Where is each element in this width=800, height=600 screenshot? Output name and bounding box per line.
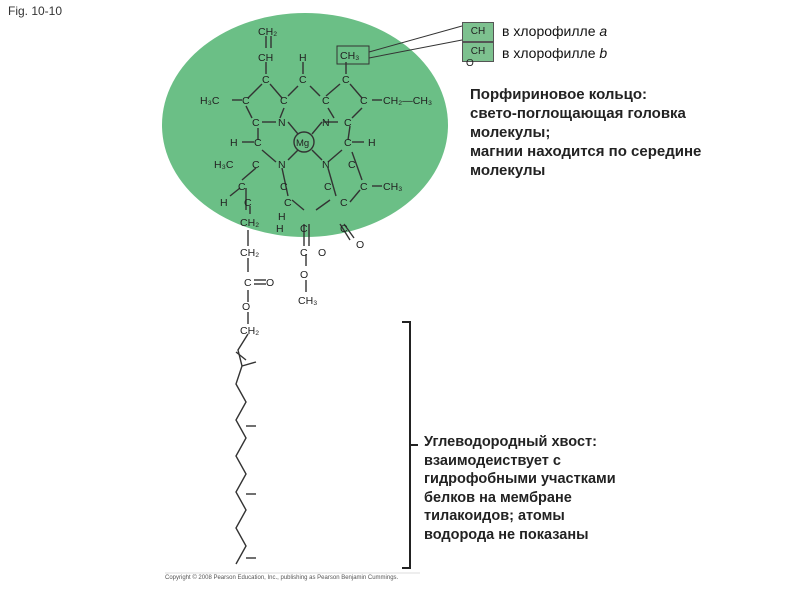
atom-c: C	[300, 223, 308, 235]
atom-h: H	[276, 223, 284, 235]
atom-o: O	[318, 247, 326, 259]
porphyrin-desc-line: магнии находится по середине	[470, 143, 702, 160]
ch3-top-label: CH₃	[340, 50, 359, 62]
atom-c: C	[252, 117, 260, 129]
porphyrin-desc-line: молекулы	[470, 162, 546, 179]
h3c-label-2: H₃C	[214, 159, 234, 171]
ch2-label: CH₂	[240, 217, 259, 229]
atom-c: C	[344, 137, 352, 149]
legend-text-b-letter: b	[599, 45, 608, 61]
ch3-highlight-box	[336, 45, 370, 65]
atom-c: C	[360, 95, 368, 107]
legend-text-a: в хлорофилле a	[502, 23, 607, 39]
atom-n: N	[322, 159, 330, 171]
tail-desc-line: гидрофобными участками	[424, 471, 616, 487]
atom-c: C	[244, 197, 252, 209]
tail-desc-line: взаимодеиствует с	[424, 452, 561, 469]
callout-line-2	[368, 39, 463, 59]
atom-c: C	[280, 95, 288, 107]
atom-o: O	[356, 239, 364, 251]
atom-c: C	[344, 117, 352, 129]
atom-c: C	[238, 181, 246, 193]
atom-h: H	[278, 211, 286, 223]
atom-c: C	[322, 95, 330, 107]
atom-c: C	[300, 247, 308, 259]
atom-c: C	[254, 137, 262, 149]
mg-label: Mg	[296, 138, 309, 149]
atom-c: C	[348, 159, 356, 171]
atom-n: N	[278, 117, 286, 129]
atom-c: C	[324, 181, 332, 193]
atom-o: O	[300, 269, 308, 281]
atom-h: H	[299, 52, 307, 64]
atom-c: C	[340, 223, 348, 235]
atom-c: C	[262, 74, 270, 86]
ch3-ester-label: CH₃	[298, 295, 317, 307]
legend-text-b: в хлорофилле b	[502, 45, 607, 61]
copyright-notice: Copyright © 2008 Pearson Education, Inc.…	[165, 575, 399, 581]
atom-c: C	[244, 277, 252, 289]
ch3-right-label: CH₃	[383, 181, 402, 193]
callout-line	[368, 25, 463, 53]
figure-label: Fig. 10-10	[8, 4, 63, 18]
porphyrin-ring-highlight	[162, 13, 448, 237]
ch2-label: CH₂	[240, 325, 259, 337]
atom-labels: CH₂ CH C H C CH₃ C H₃C C C C C CH₂—CH₃ C…	[200, 26, 432, 337]
atom-h: H	[230, 137, 238, 149]
atom-c: C	[299, 74, 307, 86]
h3c-label: H₃C	[200, 95, 220, 107]
tail-desc-line: Углеводородный хвост:	[424, 434, 597, 450]
atom-c: C	[340, 197, 348, 209]
atom-n: N	[322, 117, 330, 129]
atom-h: H	[368, 137, 376, 149]
legend-text-b-prefix: в хлорофилле	[502, 45, 600, 61]
vinyl-top-label: CH₂	[258, 26, 277, 38]
vinyl-ch-label: CH	[258, 52, 273, 64]
atom-o: O	[242, 301, 250, 313]
tail-desc-line: тилакоидов; атомы	[424, 508, 565, 524]
atom-c: C	[242, 95, 250, 107]
atom-c: C	[280, 181, 288, 193]
atom-c: C	[284, 197, 292, 209]
bonds	[229, 36, 382, 565]
atom-c: C	[342, 74, 350, 86]
legend-formula-b: CH	[462, 42, 494, 62]
atom-h: H	[220, 197, 228, 209]
porphyrin-description: Порфириновое кольцо: свето-поглощающая г…	[470, 85, 770, 180]
atom-o: O	[266, 277, 274, 289]
legend-formula-b-sub: O	[466, 58, 474, 69]
legend-formula-a: CH	[462, 22, 494, 42]
porphyrin-desc-line: свето-поглощающая головка	[470, 105, 686, 122]
mg-atom-circle	[293, 131, 315, 153]
tail-description: Углеводородный хвост: взаимодеиствует с …	[424, 433, 684, 544]
atom-c: C	[360, 181, 368, 193]
tail-desc-line: водорода не показаны	[424, 526, 589, 543]
atom-n: N	[278, 159, 286, 171]
legend-text-a-letter: a	[599, 23, 608, 39]
tail-desc-line: белков на мембране	[424, 489, 572, 506]
tail-bracket	[402, 321, 411, 569]
porphyrin-desc-line: Порфириновое кольцо:	[470, 86, 647, 103]
porphyrin-desc-line: молекулы;	[470, 124, 551, 141]
ch2-label: CH₂	[240, 247, 259, 259]
atom-c: C	[252, 159, 260, 171]
ethyl-label: CH₂—CH₃	[383, 95, 432, 107]
legend-text-a-prefix: в хлорофилле	[502, 23, 600, 39]
